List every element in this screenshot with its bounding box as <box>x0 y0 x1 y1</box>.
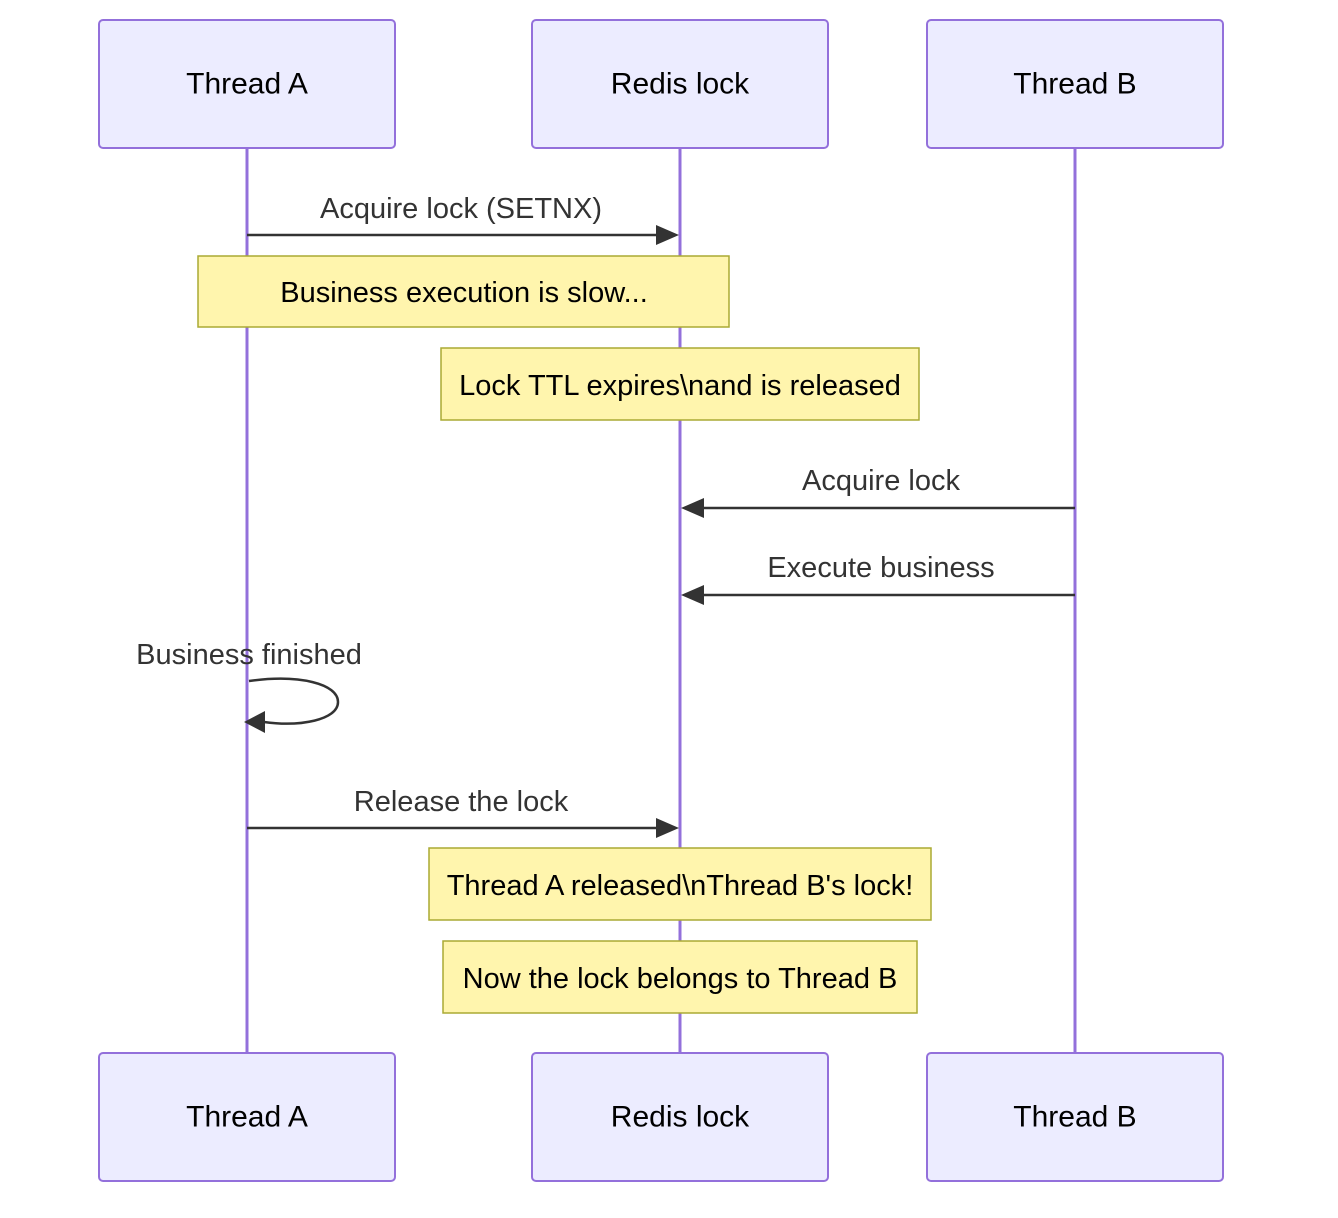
actor-label: Thread B <box>1013 68 1136 101</box>
message-label: Release the lock <box>354 786 569 818</box>
arrow-left-icon <box>681 585 704 605</box>
actor-label: Thread A <box>186 68 308 101</box>
actor-redis-lock-top: Redis lock <box>531 19 829 149</box>
note-lock-belongs: Now the lock belongs to Thread B <box>442 940 918 1014</box>
note-label: Thread A released\nThread B's lock! <box>447 870 914 902</box>
actor-label: Thread B <box>1013 1101 1136 1134</box>
actor-thread-b-top: Thread B <box>926 19 1224 149</box>
note-ttl-expires: Lock TTL expires\nand is released <box>440 347 920 421</box>
actor-label: Redis lock <box>611 68 750 101</box>
message-label: Acquire lock (SETNX) <box>320 193 602 225</box>
note-label: Lock TTL expires\nand is released <box>459 370 901 402</box>
arrow-left-icon <box>681 498 704 518</box>
actor-redis-lock-bottom: Redis lock <box>531 1052 829 1182</box>
message-a-finished: Business finished <box>136 639 362 733</box>
message-b-execute: Execute business <box>681 552 1075 605</box>
message-a-release: Release the lock <box>247 786 679 838</box>
actor-thread-b-bottom: Thread B <box>926 1052 1224 1182</box>
arrow-right-icon <box>656 225 679 245</box>
note-wrong-release: Thread A released\nThread B's lock! <box>428 847 932 921</box>
message-label: Business finished <box>136 639 362 671</box>
message-label: Execute business <box>767 552 994 584</box>
actor-label: Redis lock <box>611 1101 750 1134</box>
message-acquire-setnx: Acquire lock (SETNX) <box>247 193 679 245</box>
arrow-right-icon <box>656 818 679 838</box>
message-label: Acquire lock <box>802 465 960 497</box>
arrow-left-icon <box>244 711 265 733</box>
note-slow: Business execution is slow... <box>197 255 730 328</box>
actor-label: Thread A <box>186 1101 308 1134</box>
message-b-acquire: Acquire lock <box>681 465 1075 518</box>
note-label: Now the lock belongs to Thread B <box>463 963 898 995</box>
note-label: Business execution is slow... <box>280 277 648 309</box>
actor-thread-a-top: Thread A <box>98 19 396 149</box>
actor-thread-a-bottom: Thread A <box>98 1052 396 1182</box>
